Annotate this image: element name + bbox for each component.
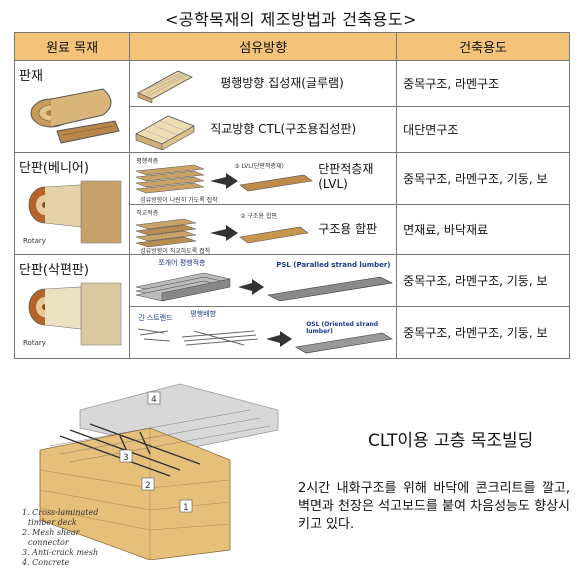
page-title: <공학목재의 제조방법과 건축용도> [164, 10, 418, 29]
rotary-strand-illustration [28, 282, 122, 346]
fiber-cell-plywood: 직교적층 ② 구조용 합판 섬유방향이 직교하도록 접착 구조용 합판 [129, 204, 398, 255]
clt-floor-illustration: 4 3 2 1 [39, 383, 279, 560]
clt-illustration [135, 115, 196, 150]
material-label: 판재 [19, 69, 43, 84]
rotary-veneer-illustration [28, 180, 122, 244]
usage-cell: 면재료, 바닥재료 [396, 204, 570, 255]
material-cell-board: 판재 [13, 60, 131, 153]
table-row: 단판(베니어) Rotary 평행적층 [13, 152, 570, 255]
osl-label: OSL (Oriented strand lumber) [306, 321, 379, 335]
legend-line: 1. Cross-laminated [22, 508, 99, 517]
legend-line: timber deck [28, 518, 77, 527]
usage-cell: 중목구조, 라멘구조 [396, 60, 570, 107]
lvl-bottom-label: 섬유방향이 나란히 가도록 접착 [140, 197, 218, 204]
table-header-row: 원료 목재 섬유방향 건축용도 [13, 32, 570, 61]
table-row: 판재 평행방향 집성재(글루램) 중목구조, 라멘구조 [13, 60, 570, 153]
fiber-text: 평행방향 집성재(글루램) [220, 76, 344, 90]
log-board-illustration [30, 88, 120, 144]
material-cell-veneer: 단판(베니어) Rotary [13, 152, 131, 255]
fiber-text: 구조용 합판 [318, 222, 378, 236]
header-fiber-direction: 섬유방향 [129, 32, 398, 61]
glulam-illustration [137, 70, 194, 103]
lvl-illustration [136, 164, 313, 194]
table-row: 긴 스트랜드 평행배향 OSL (Oriented strand lumber)… [15, 306, 570, 359]
ply-arrow-label: ② 구조용 합판 [240, 213, 277, 220]
legend-line: 3. Anti-crack mesh [22, 548, 99, 557]
legend-line: 4. Concrete [22, 558, 70, 567]
header-raw-wood: 원료 목재 [13, 32, 131, 61]
fiber-text: 직교방향 CTL(구조용집성판) [210, 122, 357, 136]
psl-label: PSL (Paralled strand lumber) [276, 261, 391, 269]
ply-top-label: 직교적층 [136, 210, 159, 217]
callout-3: 3 [123, 453, 129, 463]
clt-building-title: CLT이용 고층 목조빌딩 [368, 431, 534, 451]
header-building-usage: 건축용도 [396, 32, 570, 61]
engineered-wood-table: 원료 목재 섬유방향 건축용도 판재 평행방향 집성재( [13, 32, 570, 359]
callout-1: 1 [183, 503, 189, 513]
callout-2: 2 [145, 481, 151, 491]
lvl-arrow-label: ③ LVL(단판적층재) [234, 163, 284, 170]
psl-top-label: 쪼개어 평행적층 [158, 259, 206, 267]
usage-cell: 대단면구조 [396, 106, 570, 153]
rotary-label: Rotary [23, 237, 46, 245]
material-cell-strand: 단판(삭편판) Rotary [13, 254, 131, 359]
psl-illustration [136, 272, 394, 302]
fiber-cell-clt: 직교방향 CTL(구조용집성판) [129, 106, 398, 153]
fiber-text: 단판적층재 (LVL) [318, 162, 374, 191]
osl-mid-label: 평행배향 [190, 310, 216, 318]
usage-cell: 중목구조, 라멘구조, 기둥, 보 [396, 152, 570, 205]
clt-building-description: 2시간 내화구조를 위해 바닥에 콘크리트를 깔고, 벽면과 천장은 석고보드를… [298, 481, 570, 532]
callout-4: 4 [151, 395, 157, 405]
osl-left-label: 긴 스트랜드 [138, 314, 173, 322]
material-label: 단판(베니어) [19, 161, 89, 176]
fiber-cell-lvl: 평행적층 ③ LVL(단판적층재) 섬유방향이 나란히 가도록 접착 단판적층재… [129, 152, 398, 205]
fiber-cell-glulam: 평행방향 집성재(글루램) [129, 60, 398, 107]
osl-illustration [138, 328, 394, 354]
rotary-label: Rotary [23, 339, 46, 347]
ply-bottom-label: 섬유방향이 직교하도록 접착 [140, 248, 211, 255]
legend-line: 2. Mesh shear [22, 528, 80, 537]
table-row: 단판(삭편판) Rotary 쪼개어 평행적층 [13, 254, 570, 359]
material-label: 단판(삭편판) [19, 263, 89, 278]
usage-cell: 중목구조, 라멘구조, 기둥, 보 [396, 254, 570, 307]
fiber-cell-psl: 쪼개어 평행적층 PSL (Paralled strand lumber) [129, 254, 398, 307]
legend-line: connector [28, 538, 69, 547]
fiber-cell-osl: 긴 스트랜드 평행배향 OSL (Oriented strand lumber) [129, 306, 398, 359]
usage-cell: 중목구조, 라멘구조, 기둥, 보 [396, 306, 570, 359]
lvl-top-label: 평행적층 [136, 158, 159, 165]
illustration-legend: 1. Cross-laminated timber deck 2. Mesh s… [22, 508, 98, 568]
plywood-illustration [136, 218, 309, 248]
